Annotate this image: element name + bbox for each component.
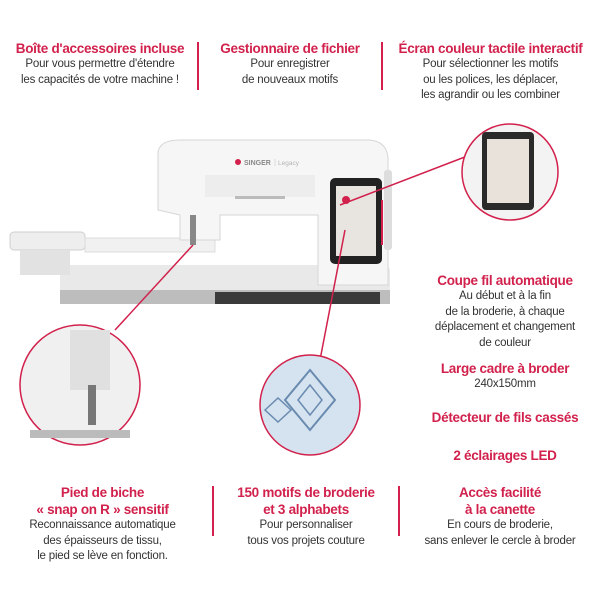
feature-text: Pour enregistrer (250, 58, 330, 70)
feature-title: Détecteur de fils cassés (431, 410, 579, 425)
feature-presser-foot: Pied de biche « snap on R » sensitif Rec… (0, 484, 205, 565)
feature-text: ou les polices, les déplacer, (423, 73, 558, 86)
feature-touchscreen: Écran couleur tactile interactif Pour sé… (383, 40, 598, 104)
feature-text: les capacités de votre machine ! (21, 73, 179, 86)
feature-thread-cutter: Coupe fil automatique Au début et à la f… (410, 272, 600, 351)
feature-text: tous vos projets couture (247, 534, 365, 547)
feature-bobbin-access: Accès facilité à la canette En cours de … (400, 484, 600, 549)
feature-title: à la canette (465, 502, 535, 517)
feature-title: 150 motifs de broderie (237, 485, 375, 500)
feature-text: des épaisseurs de tissu, (43, 534, 162, 547)
divider (398, 486, 400, 536)
feature-text: de couleur (479, 336, 531, 349)
feature-led: 2 éclairages LED (410, 447, 600, 464)
feature-text: de nouveaux motifs (241, 73, 339, 86)
feature-text: En cours de broderie, (447, 519, 553, 531)
divider (381, 42, 383, 90)
embroidery-inset (259, 354, 361, 456)
brand-logo: SINGER (244, 160, 271, 167)
model-name: Legacy (278, 160, 300, 167)
feature-file-manager: Gestionnaire de fichier Pour enregistrer… (200, 40, 380, 88)
feature-embroidery-patterns: 150 motifs de broderie et 3 alphabets Po… (214, 484, 398, 549)
feature-text: déplacement et changement (434, 321, 576, 333)
feature-title: Écran couleur tactile interactif (398, 41, 583, 56)
feature-text: Pour personnaliser (259, 519, 353, 531)
feature-text: 240x150mm (474, 378, 536, 390)
feature-text: Pour sélectionner les motifs (422, 58, 559, 70)
feature-text: le pied se lève en fonction. (37, 550, 168, 562)
feature-text: sans enlever le cercle à broder (424, 534, 576, 547)
feature-title: Pied de biche (60, 485, 145, 500)
feature-text: de la broderie, à chaque (445, 305, 565, 318)
feature-title: et 3 alphabets (263, 502, 349, 517)
feature-title: Gestionnaire de fichier (220, 41, 360, 56)
feature-title: 2 éclairages LED (453, 448, 557, 463)
feature-text: Reconnaissance automatique (29, 519, 176, 531)
feature-text: les agrandir ou les combiner (421, 89, 560, 101)
feature-thread-sensor: Détecteur de fils cassés (410, 409, 600, 426)
feature-hoop: Large cadre à broder 240x150mm (410, 360, 600, 393)
feature-title: Boîte d'accessoires incluse (15, 41, 185, 56)
feature-title: Accès facilité (458, 485, 542, 500)
divider (197, 42, 199, 90)
feature-title: Large cadre à broder (440, 361, 570, 376)
feature-title: Coupe fil automatique (437, 273, 573, 288)
feature-text: Au début et à la fin (459, 290, 551, 302)
feature-text: Pour vous permettre d'étendre (25, 58, 175, 70)
feature-title: « snap on R » sensitif (36, 502, 169, 517)
feature-accessory-box: Boîte d'accessoires incluse Pour vous pe… (0, 40, 200, 88)
divider (212, 486, 214, 536)
